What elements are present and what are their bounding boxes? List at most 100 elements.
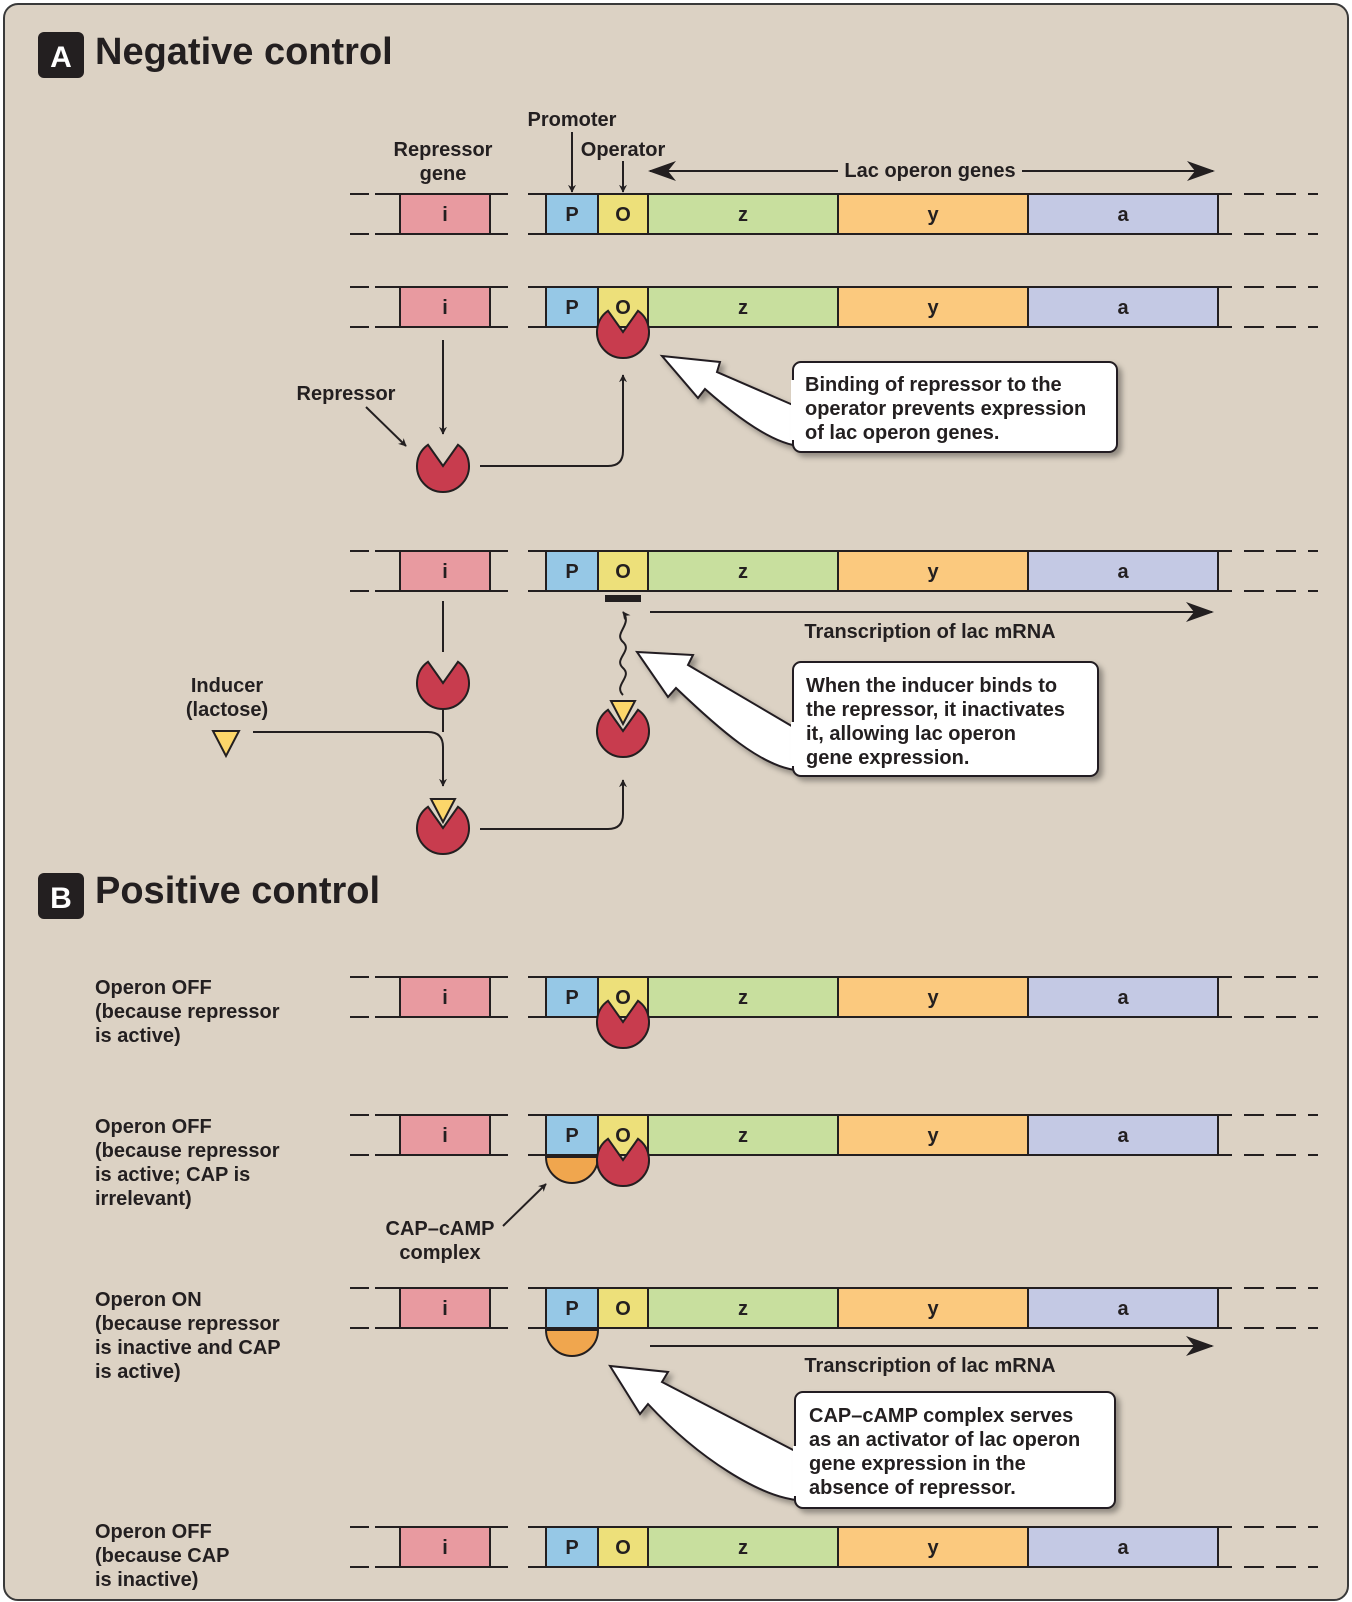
- callout-2-line-2: the repressor, it inactivates: [806, 699, 1065, 721]
- gene-segment-o: [597, 1526, 649, 1568]
- gene-segment-label-o: O: [615, 561, 631, 583]
- gene-segment-label-z: z: [738, 1298, 748, 1320]
- row3-label-line1: Operon ON: [95, 1289, 202, 1311]
- gene-segment-label-i: i: [442, 1537, 448, 1559]
- callout-2-box: [792, 661, 1099, 777]
- cap-camp-label-line2: complex: [399, 1242, 480, 1264]
- gene-segment-i: [399, 1526, 491, 1568]
- gene-segment-p: [545, 193, 599, 235]
- callout-2-arrow: [635, 650, 796, 772]
- gene-segment-label-z: z: [738, 987, 748, 1009]
- gene-segment-a: [1027, 193, 1219, 235]
- callout-1-arrow: [659, 354, 794, 447]
- gene-segment-label-z: z: [738, 204, 748, 226]
- gene-segment-a: [1027, 286, 1219, 328]
- gene-segment-p: [545, 1526, 599, 1568]
- gene-segment-a: [1027, 1287, 1219, 1329]
- operator-label: Operator: [581, 139, 666, 161]
- gene-segment-label-o: O: [615, 204, 631, 226]
- gene-segment-i: [399, 193, 491, 235]
- gene-segment-label-o: O: [615, 987, 631, 1009]
- gene-segment-z: [647, 1287, 839, 1329]
- callout-3-line-3: gene expression in the: [809, 1453, 1026, 1475]
- gene-segment-i: [399, 976, 491, 1018]
- repressor-label-pointer: [365, 406, 407, 447]
- row2-label-line4: irrelevant): [95, 1188, 192, 1210]
- gene-segment-label-z: z: [738, 297, 748, 319]
- repressor-gene-label-line1: Repressor: [394, 139, 493, 161]
- gene-segment-z: [647, 1114, 839, 1156]
- gene-segment-label-y: y: [927, 1298, 939, 1320]
- row1-label-line2: (because repressor: [95, 1001, 280, 1023]
- row3-label-line2: (because repressor: [95, 1313, 280, 1335]
- gene-segment-label-a: a: [1117, 987, 1129, 1009]
- gene-segment-a: [1027, 976, 1219, 1018]
- gene-segment-label-y: y: [927, 1125, 939, 1147]
- gene-segment-i: [399, 1287, 491, 1329]
- inducer-to-repressor-arrow: [253, 731, 447, 787]
- repressor-label: Repressor: [297, 383, 396, 405]
- section-b-heading: B Positive control: [38, 870, 380, 919]
- callout-1-mask: [791, 380, 797, 440]
- section-a-title: Negative control: [95, 31, 393, 73]
- gene-segment-y: [837, 976, 1029, 1018]
- callout-2-mask: [791, 722, 797, 766]
- callout-cap-activator: CAP–cAMP complex serves as an activator …: [608, 1364, 1116, 1509]
- gene-segment-i: [399, 550, 491, 592]
- gene-segment-z: [647, 550, 839, 592]
- gene-segment-p: [545, 1114, 599, 1156]
- gene-segment-label-y: y: [927, 1537, 939, 1559]
- gene-segment-label-p: P: [565, 1298, 578, 1320]
- gene-segment-p: [545, 976, 599, 1018]
- gene-segment-o: [597, 550, 649, 592]
- gene-segment-label-a: a: [1117, 1298, 1129, 1320]
- row4-label-line1: Operon OFF: [95, 1521, 212, 1543]
- gene-segment-label-p: P: [565, 204, 578, 226]
- lac-operon-genes-label: Lac operon genes: [844, 160, 1015, 182]
- gene-segment-label-a: a: [1117, 561, 1129, 583]
- gene-segment-a: [1027, 550, 1219, 592]
- cap-camp-pointer: [502, 1183, 547, 1227]
- gene-segment-z: [647, 286, 839, 328]
- row3-label-line4: is active): [95, 1361, 181, 1383]
- gene-segment-z: [647, 193, 839, 235]
- row2-label-line3: is active; CAP is: [95, 1164, 250, 1186]
- gene-segment-label-y: y: [927, 297, 939, 319]
- callout-3-mask: [793, 1446, 799, 1496]
- callout-3-line-2: as an activator of lac operon: [809, 1429, 1080, 1451]
- gene-segment-label-z: z: [738, 1125, 748, 1147]
- gene-segment-label-y: y: [927, 987, 939, 1009]
- b3-cap-complex: [544, 1329, 600, 1357]
- promoter-label: Promoter: [528, 109, 617, 131]
- repressor-to-operator-arrow: [480, 374, 627, 467]
- section-a-letter: A: [50, 41, 72, 74]
- row1-label-line3: is active): [95, 1025, 181, 1047]
- gene-segment-label-p: P: [565, 1537, 578, 1559]
- repressor-gene-label-line2: gene: [420, 163, 467, 185]
- gene-segment-label-p: P: [565, 561, 578, 583]
- gene-segment-label-i: i: [442, 561, 448, 583]
- bound-inducer: [429, 798, 457, 825]
- gene-segment-label-a: a: [1117, 1537, 1129, 1559]
- gene-segment-label-a: a: [1117, 1125, 1129, 1147]
- release-squiggle: [619, 611, 631, 696]
- section-b-badge: [38, 873, 84, 919]
- released-bound-inducer: [609, 700, 637, 727]
- row2-label-line1: Operon OFF: [95, 1116, 212, 1138]
- gene-segment-label-o: O: [615, 297, 631, 319]
- callout-1-line-2: operator prevents expression: [805, 398, 1086, 420]
- gene-segment-p: [545, 286, 599, 328]
- gene-segment-label-i: i: [442, 1125, 448, 1147]
- section-a-badge: [38, 32, 84, 78]
- inducer-label-line1: Inducer: [191, 675, 263, 697]
- gene-segment-label-p: P: [565, 297, 578, 319]
- section-a-heading: A Negative control: [38, 31, 393, 78]
- inducer-molecule: [211, 730, 241, 759]
- callout-repressor-binding: Binding of repressor to the operator pre…: [659, 354, 1118, 453]
- gene-segment-label-p: P: [565, 1125, 578, 1147]
- gene-segment-i: [399, 286, 491, 328]
